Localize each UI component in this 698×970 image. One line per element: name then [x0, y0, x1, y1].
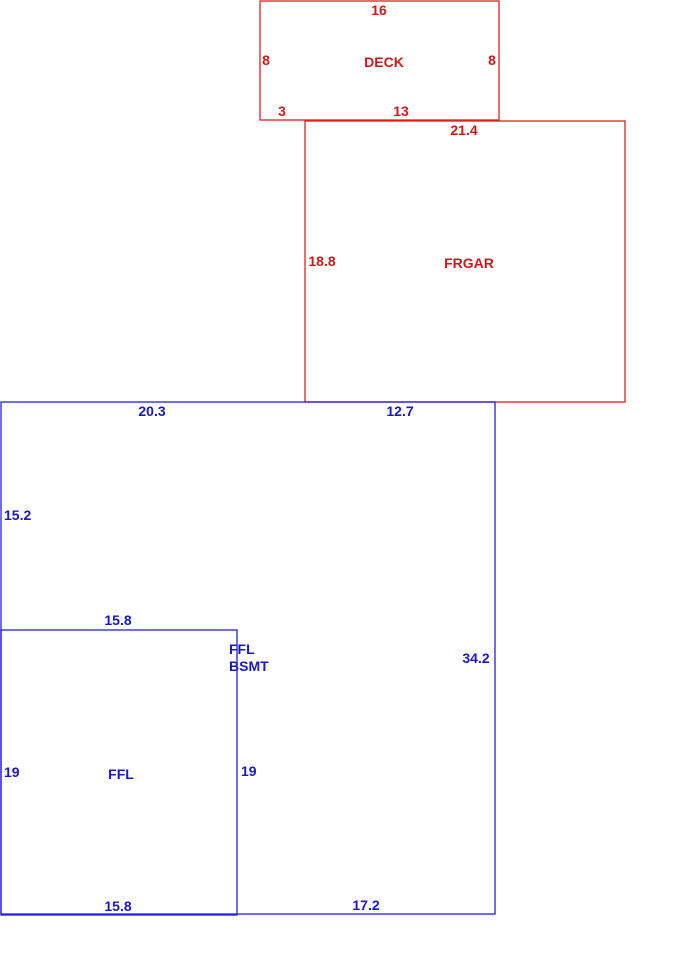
basement-bottom-dimension: 17.2: [352, 897, 379, 913]
ffl-left-dimension: 19: [4, 764, 20, 780]
deck-left-dimension: 8: [262, 52, 270, 68]
ffl-bottom-dimension: 15.8: [104, 898, 131, 914]
ffl-label: FFL: [108, 766, 134, 782]
ffl-right-dimension: 19: [241, 763, 257, 779]
ffl-outline: [0, 629, 238, 916]
ffl-top-dimension: 15.8: [104, 612, 131, 628]
basement-label-line1: FFL: [229, 641, 255, 657]
garage-label: FRGAR: [444, 255, 494, 271]
basement-area: FFL BSMT 20.3 12.7 15.2 34.2 17.2: [0, 401, 496, 915]
deck-top-dimension: 16: [371, 2, 387, 18]
deck-bottom-right-dimension: 13: [393, 103, 409, 119]
deck-label: DECK: [364, 54, 404, 70]
deck-right-dimension: 8: [488, 52, 496, 68]
ffl-area: FFL 15.8 19 19 15.8: [0, 612, 257, 916]
basement-left-dimension: 15.2: [4, 507, 31, 523]
garage-top-dimension: 21.4: [450, 122, 477, 138]
garage-left-dimension: 18.8: [308, 253, 335, 269]
basement-right-dimension: 34.2: [462, 650, 489, 666]
garage-area: FRGAR 21.4 18.8: [304, 120, 626, 403]
deck-bottom-left-dimension: 3: [278, 103, 286, 119]
deck-outline: [259, 0, 500, 121]
basement-label-line2: BSMT: [229, 658, 269, 674]
deck-area: DECK 16 8 8 3 13: [259, 0, 500, 121]
basement-top-right-dimension: 12.7: [386, 403, 413, 419]
basement-top-left-dimension: 20.3: [138, 403, 165, 419]
